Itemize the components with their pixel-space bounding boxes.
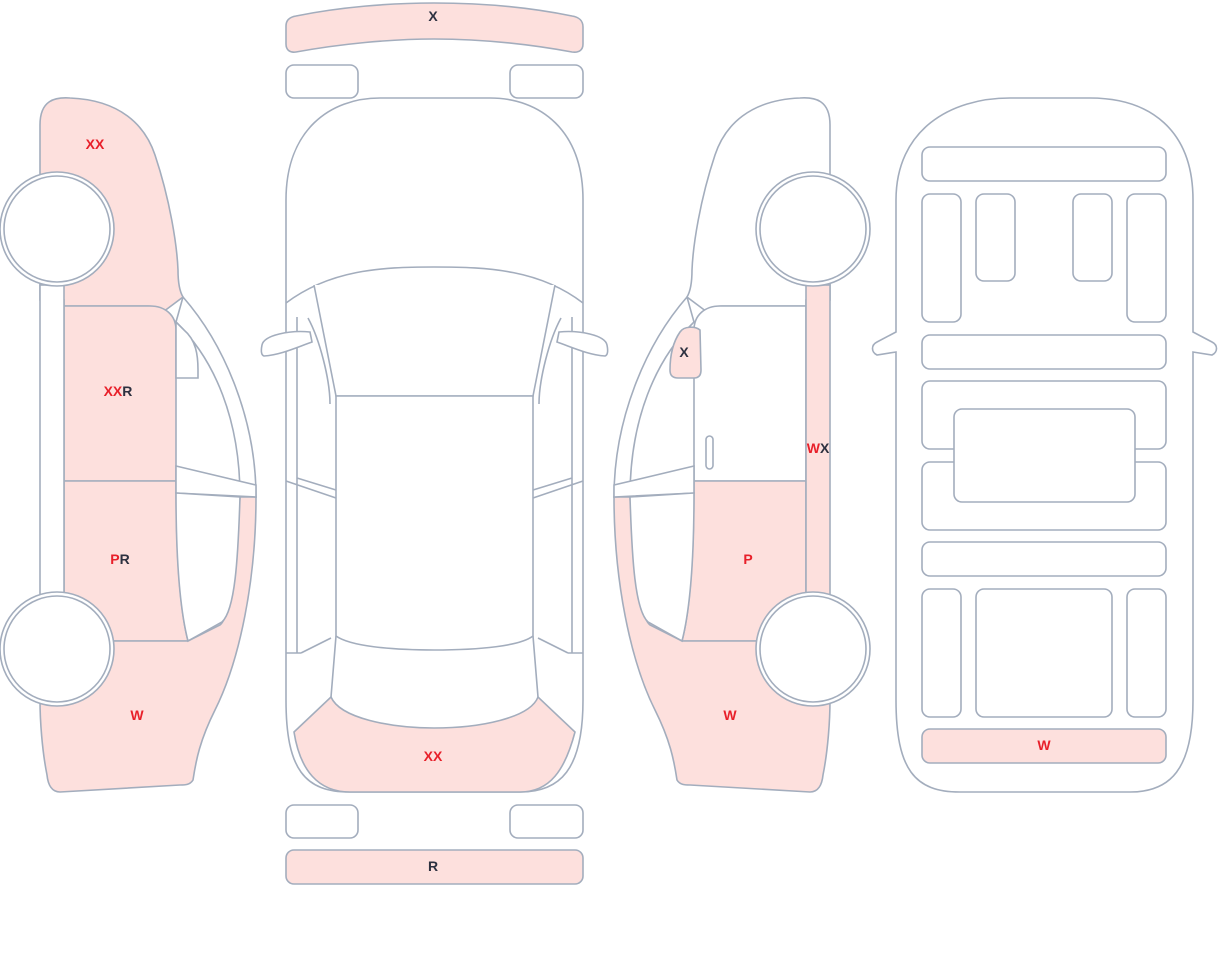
left-a-pillar[interactable] [175, 295, 257, 498]
label-rear-windscreen-area: XX [424, 748, 443, 764]
right-a-pillar[interactable] [613, 295, 695, 498]
left-rear-window[interactable] [175, 492, 241, 643]
rear-windscreen-area[interactable] [293, 695, 576, 793]
windscreen[interactable] [313, 284, 556, 397]
label-right-rear-quarter: W [723, 707, 737, 723]
parcel-shelf[interactable] [921, 541, 1167, 577]
left-mirror-top[interactable] [260, 330, 313, 357]
left-front-door[interactable] [63, 305, 177, 482]
interior-view: W [871, 97, 1218, 793]
rear-left-light[interactable] [285, 804, 359, 839]
trunk-floor[interactable] [975, 588, 1113, 718]
center-console[interactable] [921, 334, 1167, 370]
label-left-front-door: XXR [104, 383, 133, 399]
label-right-sill: WX [807, 440, 830, 456]
front-right-light[interactable] [509, 64, 584, 99]
right-rear-wheel[interactable] [755, 591, 871, 707]
left-mirror[interactable] [175, 320, 199, 379]
left-side-view: XX XXR PR W [0, 97, 257, 793]
left-front-wheel-rim [3, 175, 111, 283]
trunk-right[interactable] [1126, 588, 1167, 718]
rear-right-light[interactable] [509, 804, 584, 839]
right-mirror-top[interactable] [556, 330, 609, 357]
front-right-door-trim[interactable] [1126, 193, 1167, 323]
c-pillar-lines [330, 635, 539, 698]
right-front-door[interactable] [693, 305, 807, 482]
label-right-mirror: X [679, 344, 689, 360]
left-door-lines [285, 317, 337, 654]
right-door-lines [532, 317, 584, 654]
right-front-wheel-rim [759, 175, 867, 283]
right-mirror[interactable] [669, 326, 702, 379]
rear-armrest[interactable] [953, 408, 1136, 503]
left-rear-wheel[interactable] [0, 591, 115, 707]
front-left-seat[interactable] [975, 193, 1016, 282]
windscreen-line [285, 266, 584, 304]
label-left-rear-door: PR [110, 551, 129, 567]
front-right-seat[interactable] [1072, 193, 1113, 282]
label-interior-rear-panel: W [1037, 737, 1051, 753]
right-door-handle[interactable] [705, 435, 714, 470]
front-left-light[interactable] [285, 64, 359, 99]
front-left-door-trim[interactable] [921, 193, 962, 323]
label-left-front-fender: XX [86, 136, 105, 152]
label-left-rear-quarter: W [130, 707, 144, 723]
top-view: X XX R [260, 2, 609, 885]
label-rear-bumper: R [428, 858, 438, 874]
rear-bumper[interactable] [285, 849, 584, 885]
right-side-view: X WX P W [613, 97, 871, 793]
interior-rear-panel[interactable] [921, 728, 1167, 764]
roof[interactable] [335, 395, 534, 651]
label-front-bumper: X [428, 8, 438, 24]
label-right-rear-door: P [743, 551, 752, 567]
left-sill[interactable] [39, 284, 65, 601]
left-front-wheel[interactable] [0, 171, 115, 287]
right-sill[interactable] [805, 284, 831, 601]
right-front-wheel[interactable] [755, 171, 871, 287]
trunk-left[interactable] [921, 588, 962, 718]
right-rear-window[interactable] [629, 492, 695, 643]
right-rear-wheel-rim [759, 595, 867, 703]
left-rear-wheel-rim [3, 595, 111, 703]
front-bumper[interactable] [285, 2, 584, 53]
left-b-pillar[interactable] [175, 464, 257, 498]
dashboard[interactable] [921, 146, 1167, 182]
right-b-pillar[interactable] [613, 464, 695, 498]
